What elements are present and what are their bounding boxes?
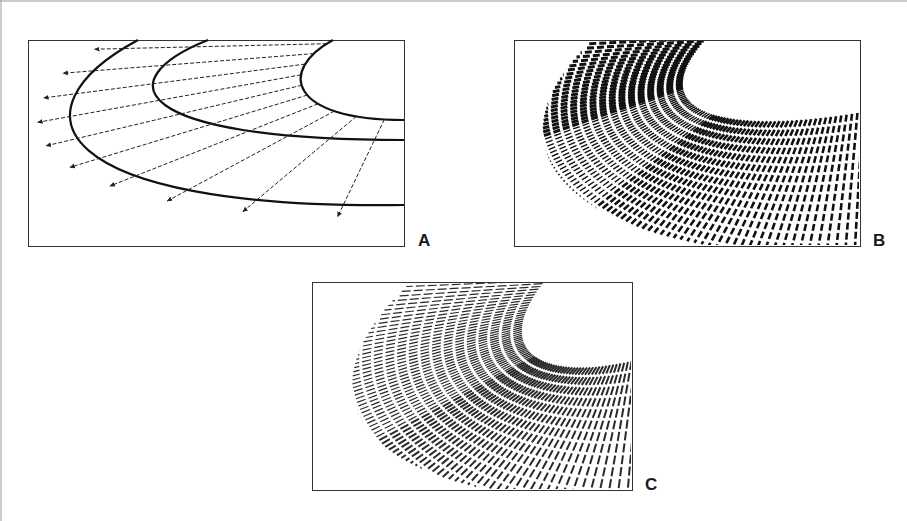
orientation-stroke: [543, 86, 683, 133]
orientation-stroke: [556, 103, 691, 172]
orientation-stroke: [519, 367, 596, 489]
orientation-stroke: [353, 329, 522, 376]
orientation-stroke: [362, 350, 527, 422]
orientation-stroke: [504, 367, 590, 489]
normal-arrow: [38, 75, 301, 123]
orientation-stroke: [790, 118, 826, 246]
stroke-field: [352, 283, 631, 489]
orientation-stroke: [764, 119, 811, 245]
orientation-stroke: [364, 312, 526, 342]
orientation-stroke: [548, 97, 686, 158]
orientation-stroke: [475, 368, 578, 487]
orientation-stroke: [835, 114, 852, 245]
orientation-stroke: [496, 368, 587, 490]
panel-label: B: [873, 232, 885, 249]
orientation-stroke: [709, 121, 780, 245]
orientation-stroke: [393, 361, 542, 453]
normal-arrow: [63, 54, 314, 74]
orientation-stroke: [561, 105, 694, 178]
orientation-stroke: [724, 121, 788, 245]
orientation-stroke: [549, 70, 685, 100]
orientation-stroke: [388, 292, 536, 306]
orientation-stroke: [482, 368, 581, 489]
normal-arrow: [95, 44, 327, 50]
panel-frame: [29, 41, 405, 247]
frame-line: [1, 0, 2, 521]
orientation-stroke: [352, 335, 522, 388]
orientation-stroke: [570, 364, 617, 489]
orientation-stroke: [431, 366, 559, 473]
orientation-stroke: [361, 314, 525, 346]
panel-label: C: [645, 476, 657, 493]
normal-arrow: [243, 116, 356, 211]
orientation-stroke: [548, 72, 685, 104]
orientation-stroke: [687, 121, 767, 241]
orientation-stroke: [449, 367, 567, 479]
normal-arrow: [46, 85, 301, 146]
flow-figure: [38, 40, 404, 217]
normal-arrow: [338, 120, 385, 217]
orientation-stroke: [569, 109, 699, 188]
orientation-stroke: [406, 363, 548, 461]
front-curve: [153, 40, 404, 140]
orientation-stroke: [732, 121, 793, 245]
orientation-stroke: [563, 106, 695, 181]
orientation-stroke: [661, 121, 752, 235]
stroke-field: [543, 41, 859, 245]
front-curve: [301, 40, 404, 120]
orientation-stroke: [855, 112, 860, 245]
panel-label: A: [418, 232, 430, 249]
normal-arrow: [70, 95, 307, 167]
normal-arrow: [44, 64, 306, 98]
orientation-stroke: [365, 351, 529, 425]
front-curve: [70, 40, 404, 205]
orientation-stroke: [588, 363, 624, 489]
orientation-stroke: [489, 368, 584, 489]
normal-arrow: [110, 104, 318, 186]
orientation-stroke: [702, 121, 776, 244]
orientation-stroke: [535, 366, 603, 489]
orientation-stroke: [360, 317, 525, 351]
orientation-stroke: [358, 319, 524, 355]
frame-line: [0, 1, 907, 2]
orientation-stroke: [625, 119, 731, 222]
orientation-stroke: [627, 359, 631, 489]
